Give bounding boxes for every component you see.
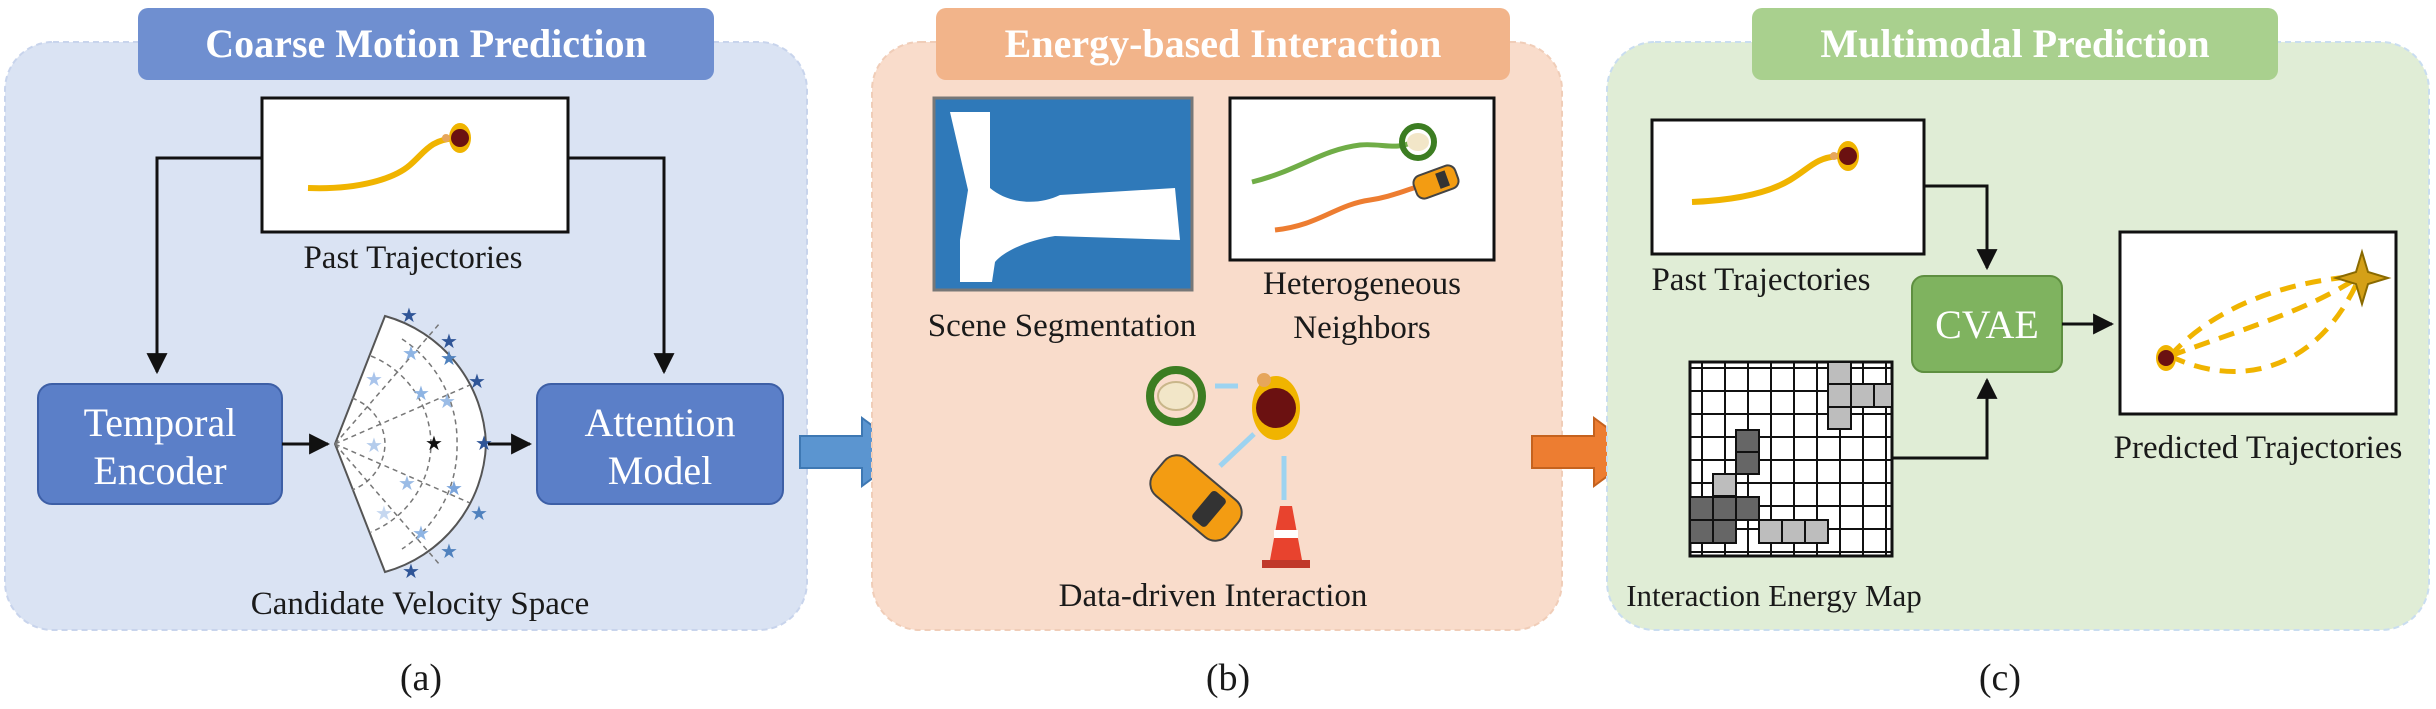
pedestrian-icon-c	[1830, 141, 1859, 171]
panel-a-title: Coarse Motion Prediction	[205, 21, 646, 66]
panel-c: Multimodal Prediction Past Trajectories …	[1606, 8, 2430, 631]
past-trajectory-curve-a	[307, 135, 456, 192]
traffic-cone-icon	[1262, 506, 1310, 568]
svg-text:★: ★	[438, 391, 456, 413]
cyclist-icon	[1146, 366, 1206, 426]
svg-text:★: ★	[365, 369, 383, 391]
caption-c: (c)	[1979, 657, 2021, 699]
past-trajectories-label-c: Past Trajectories	[1651, 262, 1870, 298]
arrow-past-to-cvae	[1924, 184, 1998, 271]
attention-model-box	[536, 383, 784, 505]
interaction-energy-map	[1688, 360, 1894, 558]
pedestrian-icon-large	[1252, 373, 1300, 440]
panel-c-title: Multimodal Prediction	[1820, 21, 2209, 66]
temporal-encoder-line-2: Encoder	[93, 448, 226, 493]
data-driven-interaction-label: Data-driven Interaction	[1059, 578, 1368, 614]
past-trajectory-curve-c	[1691, 153, 1839, 205]
pedestrian-icon	[442, 123, 471, 153]
attention-model-line-2: Model	[608, 448, 712, 493]
green-neighbor-trajectory	[1251, 140, 1412, 185]
svg-text:★: ★	[475, 433, 493, 455]
svg-text:★: ★	[400, 305, 418, 327]
panel-b-title: Energy-based Interaction	[1005, 21, 1442, 66]
arrow-to-temporal-encoder	[146, 156, 262, 375]
car-icon	[1149, 454, 1243, 542]
predicted-trajectory-3	[2168, 275, 2363, 374]
svg-text:★: ★	[440, 331, 458, 353]
caption-b: (b)	[1206, 657, 1250, 699]
svg-text:★: ★	[440, 541, 458, 563]
candidate-velocity-space-label: Candidate Velocity Space	[251, 586, 589, 622]
svg-text:★: ★	[402, 561, 420, 583]
svg-text:★: ★	[468, 371, 486, 393]
panel-b-title-box	[936, 8, 1510, 80]
svg-text:★: ★	[412, 383, 430, 405]
svg-text:★: ★	[402, 343, 420, 365]
svg-text:★: ★	[412, 523, 430, 545]
panel-c-title-box	[1752, 8, 2278, 80]
cyclist-icon-small	[1399, 123, 1437, 161]
past-trajectories-label-a: Past Trajectories	[303, 240, 522, 276]
temporal-encoder-line-1: Temporal	[84, 400, 237, 445]
panel-a: Coarse Motion Prediction Past Trajectori…	[4, 8, 808, 631]
past-trajectories-image-a	[260, 96, 570, 234]
scene-segmentation-image	[932, 96, 1194, 292]
interaction-link-car	[1218, 432, 1256, 468]
interaction-energy-map-label: Interaction Energy Map	[1626, 578, 1922, 613]
orange-neighbor-trajectory	[1274, 183, 1421, 233]
svg-text:★: ★	[365, 435, 383, 457]
predicted-trajectories-label: Predicted Trajectories	[2114, 430, 2403, 466]
caption-a: (a)	[400, 657, 442, 699]
svg-text:★: ★	[470, 503, 488, 525]
svg-text:★: ★	[445, 478, 463, 500]
car-icon-small	[1412, 164, 1460, 200]
attention-model-line-1: Attention	[584, 400, 735, 445]
heterogeneous-neighbors-line-2: Neighbors	[1293, 310, 1430, 346]
panel-b: Energy-based Interaction Scene Segmentat…	[871, 8, 1563, 631]
pedestrian-icon-predicted	[2156, 345, 2176, 371]
svg-text:★: ★	[440, 348, 458, 370]
interaction-illustration	[1146, 366, 1310, 568]
goal-star-icon	[2332, 248, 2392, 308]
svg-text:★: ★	[375, 503, 393, 525]
panel-a-title-box	[138, 8, 714, 80]
svg-text:★: ★	[425, 433, 443, 455]
svg-text:★: ★	[398, 473, 416, 495]
scene-segmentation-label: Scene Segmentation	[928, 308, 1197, 344]
arrow-map-to-cvae	[1890, 377, 1998, 460]
heterogeneous-neighbors-line-1: Heterogeneous	[1263, 266, 1461, 302]
predicted-trajectory-2	[2169, 273, 2362, 359]
past-trajectories-image-c	[1650, 118, 1926, 256]
cvae-label: CVAE	[1935, 302, 2039, 347]
arrow-to-attention-model	[568, 156, 675, 375]
candidate-velocity-fan: ★★★ ★★ ★★ ★★ ★★ ★★ ★★ ★★ ★	[333, 305, 493, 583]
